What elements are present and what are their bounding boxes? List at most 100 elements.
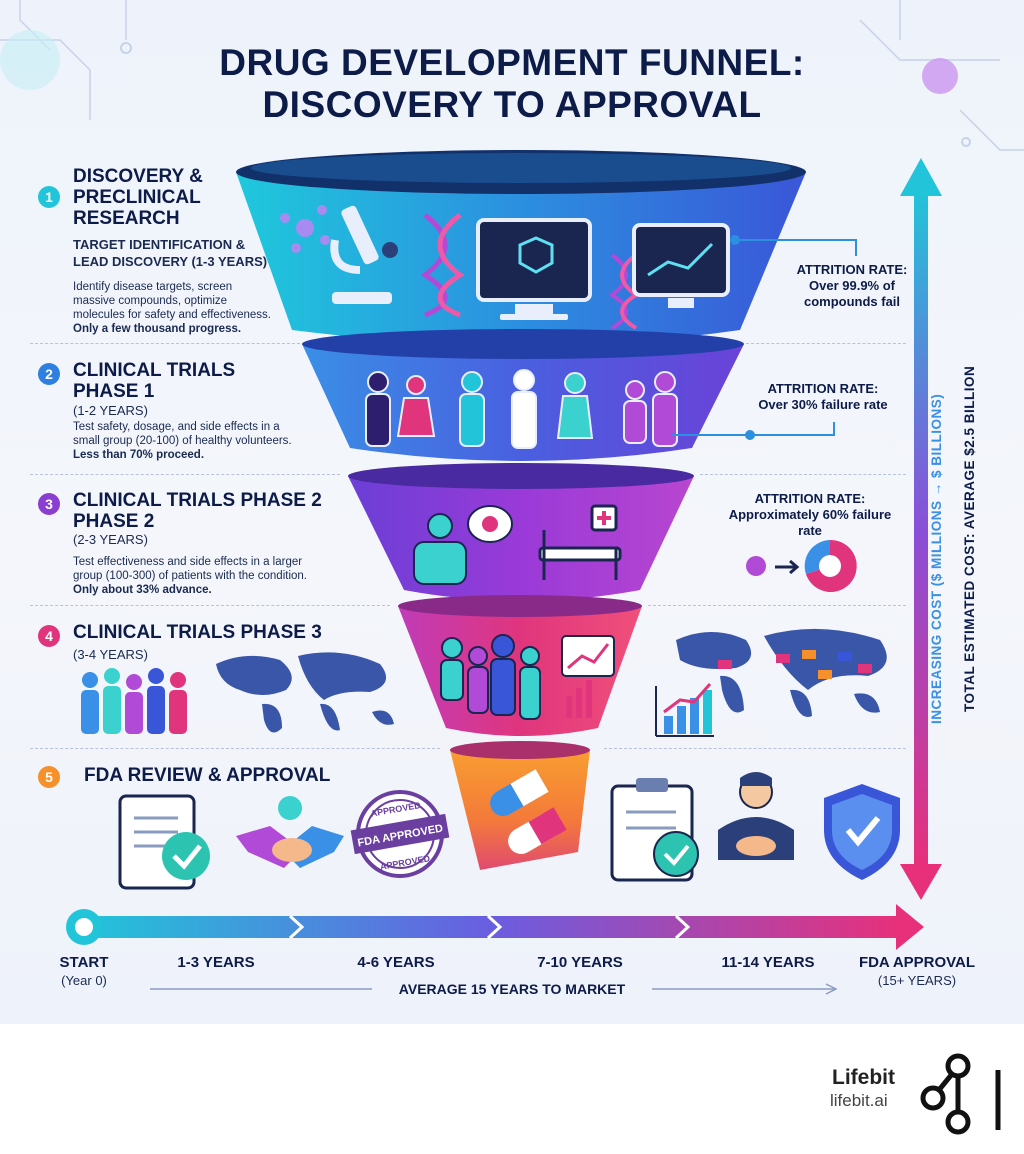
stage-1-description-line: massive compounds, optimize <box>73 295 228 307</box>
microscope-icon <box>330 205 398 304</box>
attrition-line: ATTRITION RATE: <box>796 262 908 277</box>
lifebit-logo-icon <box>920 1053 1001 1135</box>
patient-icon <box>413 513 467 585</box>
stage-3-highlight: Only about 33% advance. <box>73 584 212 596</box>
stage-3-description: Test effectiveness and side effects in a… <box>73 555 307 597</box>
world-map-flags-icon <box>676 628 887 717</box>
total-cost-label: TOTAL ESTIMATED COST: AVERAGE $2.5 BILLI… <box>962 365 977 712</box>
stage-2-number-badge: 2 <box>38 363 60 385</box>
stage-1-number-badge: 1 <box>38 186 60 208</box>
stage-2-description: Test safety, dosage, and side effects in… <box>73 420 292 462</box>
bar-chart-icon <box>655 683 714 737</box>
stage-4-title: CLINICAL TRIALS PHASE 3 <box>73 622 322 643</box>
molecule-icon <box>280 205 330 253</box>
infographic-poster: DRUG DEVELOPMENT FUNNEL: DISCOVERY TO AP… <box>0 0 1024 1024</box>
stage-4-number-badge: 4 <box>38 625 60 647</box>
attrition-line: rate <box>798 523 822 538</box>
stage-4-subtitle: (3-4 YEARS) <box>73 646 148 663</box>
stage-3-title: CLINICAL TRIALS PHASE 2 PHASE 2 <box>73 490 322 532</box>
stage-2-title-line: CLINICAL TRIALS <box>73 360 236 381</box>
signed-document-icon <box>118 794 210 890</box>
attrition-line: Over 30% failure rate <box>758 397 888 412</box>
section-divider <box>30 605 390 606</box>
hospital-bed-icon <box>538 504 622 580</box>
stage-1-title-line: DISCOVERY & <box>73 166 203 187</box>
timeline-start-sub: (Year 0) <box>61 973 107 988</box>
average-bracket <box>150 983 838 995</box>
stage-1-description-line: molecules for safety and effectiveness. <box>73 309 271 321</box>
stage-2-description-line: Test safety, dosage, and side effects in… <box>73 421 280 433</box>
people-group-icon <box>365 369 678 449</box>
people-crowd-icon <box>81 668 187 734</box>
stage-1-subtitle: TARGET IDENTIFICATION & LEAD DISCOVERY (… <box>73 236 267 270</box>
stage-2-subtitle: (1-2 YEARS) <box>73 402 148 419</box>
stage-1-subtitle-line: TARGET IDENTIFICATION & <box>73 237 246 252</box>
timeline-end-label: FDA APPROVAL <box>858 954 976 971</box>
timeline-point-label: 7-10 YEARS <box>537 954 623 971</box>
page-title-line-2: DISCOVERY TO APPROVAL <box>262 84 762 125</box>
stage-3-attrition-rate: ATTRITION RATE: Approximately 60% failur… <box>710 491 910 539</box>
section-divider <box>604 748 906 749</box>
business-handshake-icon <box>718 772 794 860</box>
stage-3-subtitle: (2-3 YEARS) <box>73 531 148 548</box>
average-years-label: AVERAGE 15 YEARS TO MARKET <box>398 981 626 997</box>
world-map-icon <box>216 652 394 733</box>
timeline-start-label: START <box>59 954 109 971</box>
dna-icon <box>420 213 465 318</box>
stage-3-description-line: Test effectiveness and side effects in a… <box>73 556 303 568</box>
cost-arrow <box>900 158 942 900</box>
trial-participants-icon <box>440 634 541 720</box>
stage-1-attrition-rate: ATTRITION RATE: Over 99.9% of compounds … <box>782 262 922 310</box>
attrition-line: Over 99.9% of <box>809 278 895 293</box>
stage-1-subtitle-line: LEAD DISCOVERY (1-3 YEARS) <box>73 254 268 269</box>
stage-4-subtitle-line: (3-4 YEARS) <box>73 647 148 662</box>
timeline-end-sub: (15+ YEARS) <box>877 973 957 988</box>
stage-1-description: Identify disease targets, screen massive… <box>73 280 271 336</box>
attrition-line: Approximately 60% failure <box>728 507 892 522</box>
section-divider <box>746 343 906 344</box>
stage-1-title: DISCOVERY & PRECLINICAL RESEARCH <box>73 166 203 229</box>
section-divider <box>700 474 906 475</box>
background-circuit-decoration <box>0 0 1024 151</box>
stage-3-description-line: group (100-300) of patients with the con… <box>73 570 307 582</box>
clipboard-check-icon <box>610 778 699 882</box>
stage-1-title-line: PRECLINICAL <box>73 187 201 208</box>
stage-2-attrition-rate: ATTRITION RATE: Over 30% failure rate <box>748 381 898 413</box>
analytics-monitor-icon <box>632 223 730 308</box>
stage-2-title-line: PHASE 1 <box>73 381 155 402</box>
stage-5-number-badge: 5 <box>38 766 60 788</box>
brand-name: Lifebit <box>832 1066 895 1089</box>
pill-capsule-icon <box>490 769 567 854</box>
stage-2-title: CLINICAL TRIALS PHASE 1 <box>73 360 235 402</box>
section-divider <box>30 474 340 475</box>
computer-monitor-icon <box>476 218 592 320</box>
stage-5-title-line: FDA REVIEW & APPROVAL <box>84 765 331 786</box>
timeline-point-label: 4-6 YEARS <box>357 954 435 971</box>
stage-2-subtitle-line: (1-2 YEARS) <box>73 403 148 418</box>
stage-1-highlight: Only a few thousand progress. <box>73 323 242 335</box>
stage-1-title-line: RESEARCH <box>73 208 180 229</box>
rising-chart-icon <box>561 635 615 718</box>
section-divider <box>30 748 440 749</box>
stage-2-highlight: Less than 70% proceed. <box>73 449 205 461</box>
attrition-line: compounds fail <box>803 294 901 309</box>
stage-3-subtitle-line: (2-3 YEARS) <box>73 532 148 547</box>
timeline-bar <box>66 904 924 950</box>
stage-5-title: FDA REVIEW & APPROVAL <box>84 765 330 786</box>
handshake-icon <box>236 796 344 868</box>
failure-rate-pie-icon <box>746 539 857 592</box>
page-title-line-1: DRUG DEVELOPMENT FUNNEL: <box>219 42 805 83</box>
attrition-line: ATTRITION RATE: <box>767 381 879 396</box>
virus-speech-bubble-icon <box>467 505 513 543</box>
brand-url: lifebit.ai <box>830 1091 888 1110</box>
funnel-graphic: APPROVED FDA APPROVED APPROVED <box>66 150 942 995</box>
stage-2-description-line: small group (20-100) of healthy voluntee… <box>73 435 292 447</box>
section-divider <box>648 605 906 606</box>
security-shield-icon <box>824 784 900 880</box>
timeline-point-label: 1-3 YEARS <box>177 954 255 971</box>
stage-4-title-line: CLINICAL TRIALS PHASE 3 <box>73 622 322 643</box>
section-divider <box>30 343 300 344</box>
stage-3-number-badge: 3 <box>38 493 60 515</box>
timeline-point-label: 11-14 YEARS <box>721 954 815 971</box>
stage-3-title-line: CLINICAL TRIALS PHASE 2 <box>73 490 322 511</box>
